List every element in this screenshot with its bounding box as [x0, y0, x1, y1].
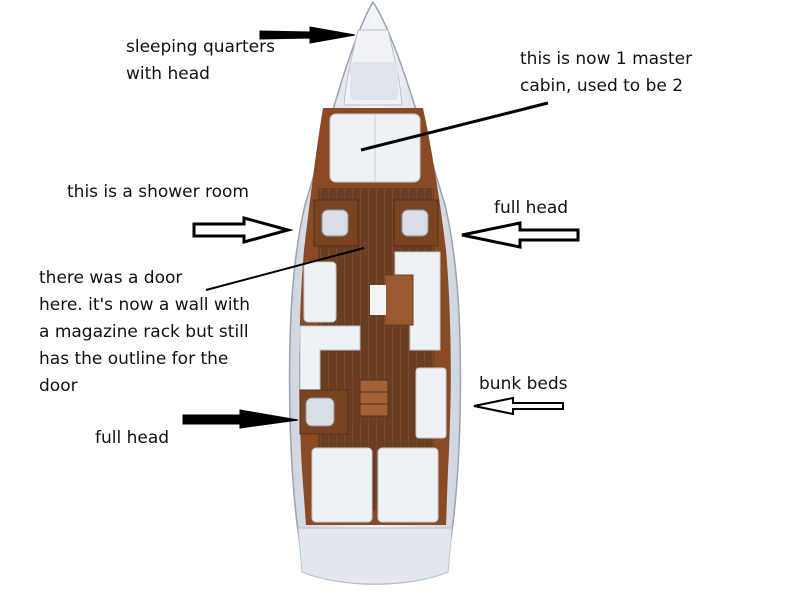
- arrow-shower-room-icon: [192, 216, 294, 244]
- forward-head-toilet: [401, 209, 429, 237]
- companionway-steps: [359, 379, 389, 417]
- aft-cabin-starboard: [377, 447, 439, 523]
- master-cabin-pointer: [360, 101, 549, 152]
- label-line: cabin, used to be 2: [520, 76, 684, 96]
- label-line: sleeping quarters: [126, 37, 275, 57]
- label-line: this is now 1 master: [520, 49, 693, 69]
- label-sleeping-quarters: sleeping quarters with head: [126, 34, 275, 88]
- label-line: with head: [126, 64, 210, 84]
- aft-head-toilet: [305, 397, 335, 427]
- label-line: door: [39, 376, 78, 396]
- label-line: this is a shower room: [67, 182, 249, 202]
- label-line: a magazine rack but still: [39, 322, 249, 342]
- shower-toilet: [321, 209, 349, 237]
- saloon-settee-port: [303, 261, 337, 323]
- label-line: here. it's now a wall with: [39, 295, 250, 315]
- label-bunk-beds: bunk beds: [479, 371, 568, 398]
- stern-deck: [297, 527, 453, 585]
- saloon-table: [384, 274, 414, 326]
- table-leaf: [370, 285, 386, 315]
- arrow-bunk-beds-icon: [473, 396, 564, 416]
- label-master-cabin: this is now 1 master cabin, used to be 2: [520, 46, 692, 100]
- forepeak-bunk: [350, 62, 398, 100]
- label-line: full head: [95, 428, 170, 448]
- label-line: there was a door: [39, 268, 183, 288]
- arrow-full-head-left-icon: [182, 409, 299, 429]
- arrow-sleeping-quarters-icon: [259, 26, 356, 44]
- label-line: bunk beds: [479, 374, 568, 394]
- label-line: has the outline for the: [39, 349, 229, 369]
- label-full-head-left: full head: [95, 425, 169, 452]
- bunk-beds: [415, 367, 447, 439]
- label-line: full head: [494, 198, 569, 218]
- label-full-head-right: full head: [494, 195, 568, 222]
- label-door: there was a door here. it's now a wall w…: [39, 265, 250, 400]
- aft-cabin-port: [311, 447, 373, 523]
- door-pointer: [205, 247, 365, 291]
- arrow-full-head-right-icon: [461, 221, 580, 249]
- label-shower-room: this is a shower room: [67, 179, 249, 206]
